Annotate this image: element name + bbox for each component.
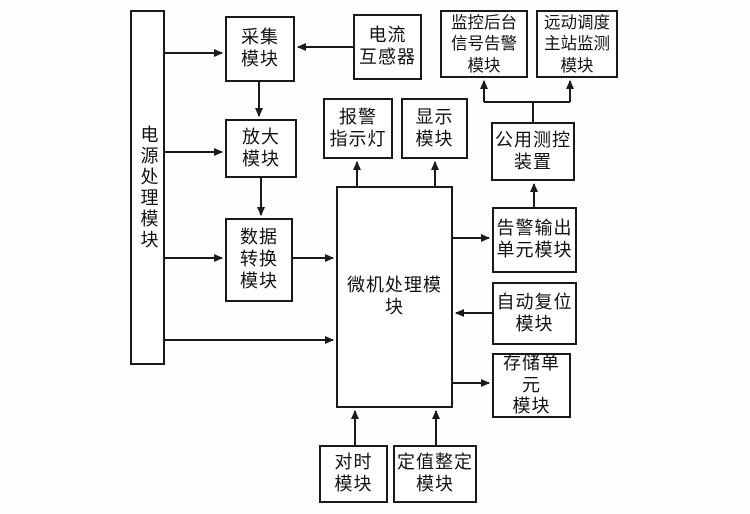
node-label: 存储单元 模块 [503,352,560,418]
node-label: 公用测控 装置 [495,129,571,173]
node-label: 远动调度 主站监测 模块 [544,12,610,75]
node-label: 定值整定 模块 [397,452,473,495]
node-alarm-output-unit-module: 告警输出 单元模块 [492,207,577,273]
node-label: 显示 模块 [415,106,454,150]
node-monitor-backend-alarm-module: 监控后台 信号告警 模块 [440,10,528,78]
node-time-sync-module: 对时 模块 [319,445,388,503]
node-label: 数据 转换 模块 [240,227,278,292]
node-label: 电源处理模块 [137,124,159,251]
node-value-setting-module: 定值整定 模块 [393,445,477,503]
node-label: 自动复位 模块 [496,291,573,335]
node-label: 电流 互感器 [359,25,416,68]
node-label: 报警 指示灯 [329,106,387,150]
node-display-module: 显示 模块 [401,98,468,159]
node-alarm-indicator-light: 报警 指示灯 [323,98,393,159]
node-label: 微机处理模块 [347,275,442,318]
node-label: 告警输出 单元模块 [496,218,573,261]
node-power-processing-module: 电源处理模块 [130,10,165,365]
node-label: 放大 模块 [242,126,280,170]
node-data-conversion-module: 数据 转换 模块 [225,218,293,302]
node-remote-dispatch-monitor-module: 远动调度 主站监测 模块 [536,10,618,78]
node-acquisition-module: 采集 模块 [225,16,295,82]
branch-common-mc [484,101,570,122]
node-common-measure-control-device: 公用测控 装置 [491,122,575,181]
node-label: 采集 模块 [241,27,279,70]
node-amplifier-module: 放大 模块 [225,119,297,178]
node-label: 对时 模块 [334,452,373,495]
node-label: 监控后台 信号告警 模块 [451,12,517,75]
node-storage-unit-module: 存储单元 模块 [492,353,571,418]
node-mcu-processing-module: 微机处理模块 [336,186,453,408]
node-current-transformer: 电流 互感器 [353,14,422,80]
node-auto-reset-module: 自动复位 模块 [492,282,577,345]
